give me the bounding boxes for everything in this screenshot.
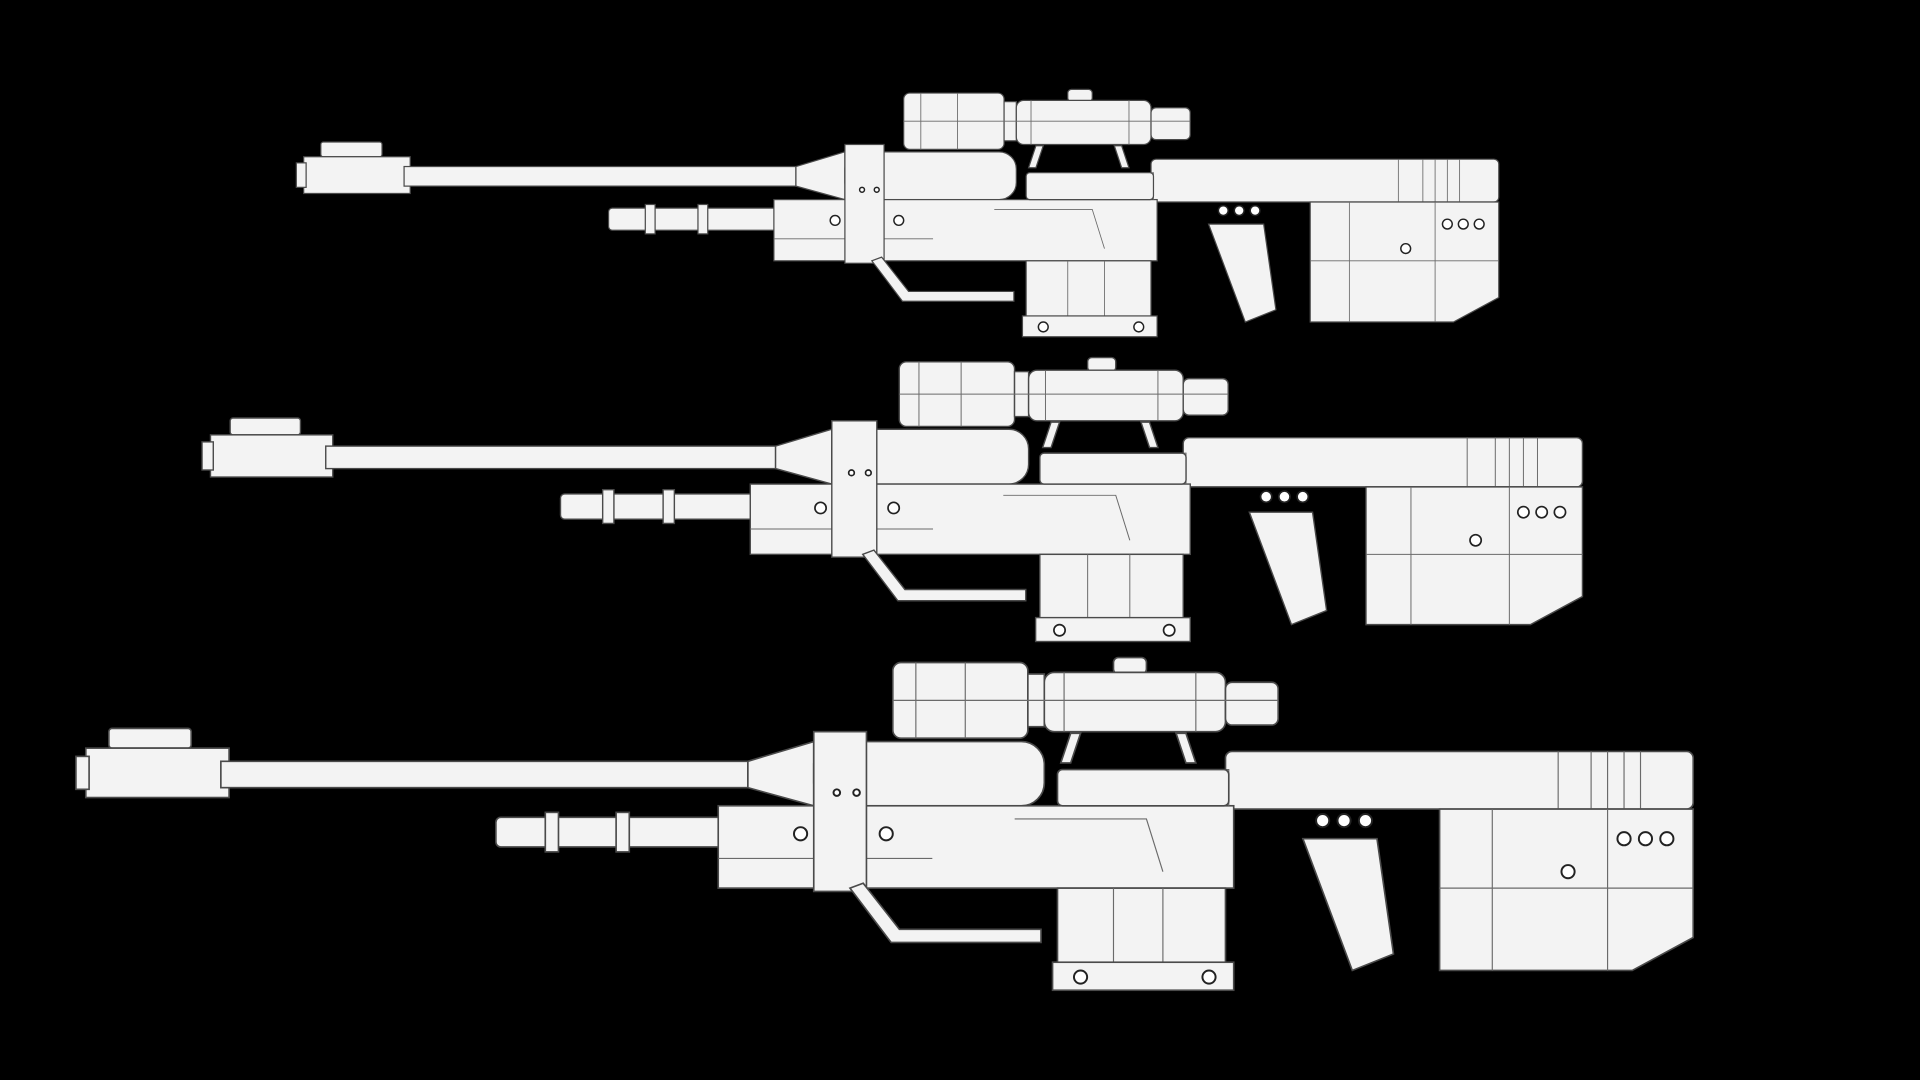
rifle-small: [295, 88, 1500, 338]
rifle-medium: [201, 356, 1584, 643]
rifle-large: [74, 656, 1695, 992]
